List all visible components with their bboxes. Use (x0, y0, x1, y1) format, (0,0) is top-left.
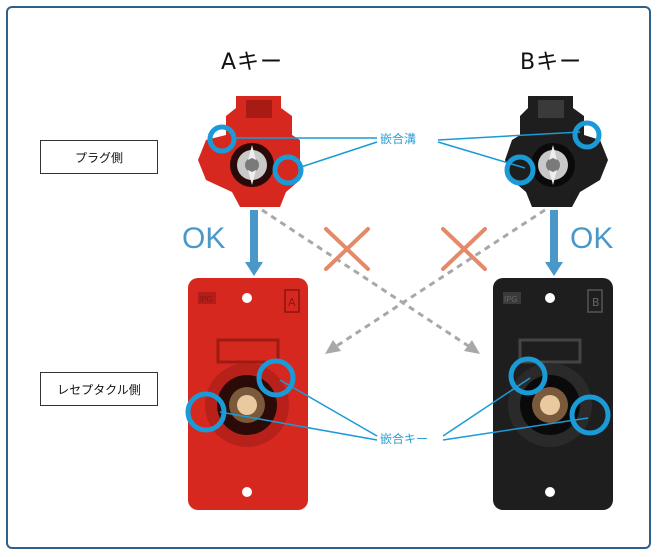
callout-groove: 嵌合溝 (378, 130, 419, 147)
cross-mark-left (324, 227, 370, 271)
label-plug-side: プラグ側 (40, 140, 158, 174)
title-b-key: Bキー (520, 50, 583, 75)
plug-a-red (198, 96, 300, 207)
receptacle-b-black (493, 278, 613, 510)
dashed-arrow-a-to-b (261, 208, 480, 354)
cross-mark-right (441, 227, 487, 271)
title-a-key: Aキー (221, 50, 284, 75)
label-receptacle-side: レセプタクル側 (40, 372, 158, 406)
logo-a: IPG (199, 295, 212, 304)
ok-arrow-right (545, 210, 563, 276)
logo-b: IPG (504, 295, 517, 304)
key-callout-lines (219, 377, 589, 441)
callout-key: 嵌合キー (378, 430, 431, 447)
receptacle-a-red (188, 278, 308, 510)
dashed-arrow-b-to-a (325, 208, 546, 354)
ok-arrow-left (245, 210, 263, 276)
ok-label-left: OK (182, 222, 226, 255)
ok-label-right: OK (570, 222, 614, 255)
badge-b: B (592, 296, 600, 309)
badge-a: A (288, 296, 296, 309)
highlight-rings (185, 120, 611, 436)
plug-b-black (505, 96, 608, 207)
